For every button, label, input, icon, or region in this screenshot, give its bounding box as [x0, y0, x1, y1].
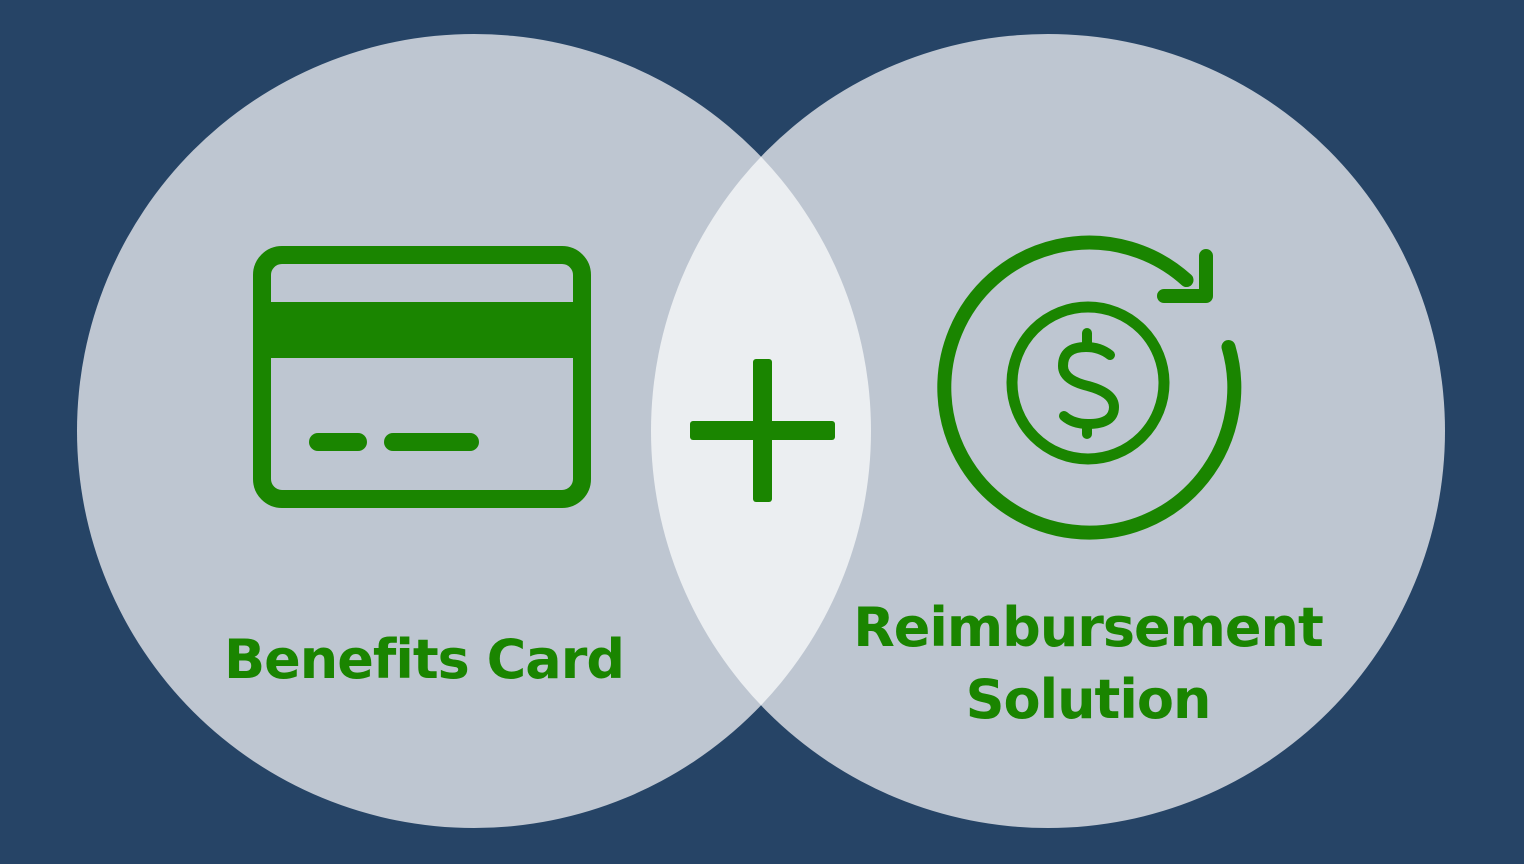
credit-card-icon	[253, 246, 591, 508]
left-circle	[77, 34, 871, 828]
reimbursement-label-line1: Reimbursement	[853, 596, 1324, 659]
reimbursement-label-line2: Solution	[965, 668, 1212, 731]
right-circle	[651, 34, 1445, 828]
plus-icon	[690, 359, 835, 502]
dollar-refresh-icon	[937, 235, 1242, 540]
reimbursement-solution-label: Reimbursement Solution	[848, 592, 1328, 736]
benefits-card-label: Benefits Card	[224, 628, 625, 691]
